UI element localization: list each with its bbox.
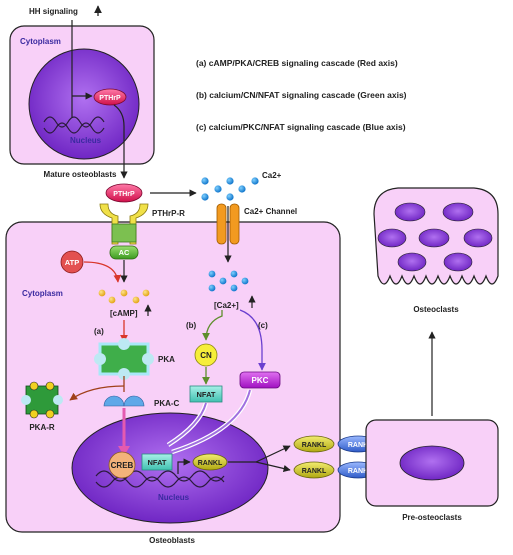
rankl-nuc-label: RANKL [198, 460, 223, 467]
pkc-translocation-arrow [171, 389, 251, 453]
rankl-1-label: RANKL [302, 442, 327, 449]
calcineurin [194, 343, 218, 367]
top-nucleus [28, 48, 140, 160]
pkc [239, 371, 281, 389]
nfat-cytoplasmic [189, 385, 223, 403]
creb-label: CREB [111, 461, 134, 470]
pka-r-subunit [21, 381, 63, 419]
ac-enzyme [109, 245, 139, 260]
rankl-membrane-1 [293, 435, 335, 453]
pka-c-label: PKA-C [154, 399, 180, 408]
mature-osteoblasts-label: Mature osteoblasts [44, 170, 117, 179]
pthrp-receptor [99, 203, 149, 245]
ca2-outside-label: Ca2+ [262, 171, 282, 180]
pthrp-ligand [105, 183, 143, 203]
ca-to-pkc-arrow [239, 309, 266, 371]
cn-label: CN [200, 351, 212, 360]
ca2-inside-label: [Ca2+] [214, 301, 239, 310]
osteoblasts-label: Osteoblasts [149, 536, 195, 545]
cytoplasm-label-main: Cytoplasm [22, 289, 63, 298]
calcium-ions-extracellular [201, 177, 259, 201]
pthrp-nuclear-label: PTHrP [99, 95, 121, 102]
axis-a-label: (a) [94, 327, 104, 336]
axis-b-label: (b) [186, 321, 197, 330]
nfat-translocation-arrow [167, 402, 207, 446]
atp-to-camp-arrow [83, 261, 122, 283]
ac-label: AC [119, 248, 130, 257]
ca2-channel [216, 203, 240, 245]
pka-to-pkar-arrow [69, 385, 125, 401]
camp-molecules [98, 289, 150, 304]
hh-signaling-label: HH signaling [29, 7, 78, 16]
transcription-start-arrow [177, 458, 191, 474]
rankl-2-label: RANKL [302, 468, 327, 475]
rankl-nuclear [192, 453, 228, 471]
atp-label: ATP [65, 258, 79, 267]
ca-to-cn-arrow [202, 310, 223, 341]
creb [108, 451, 136, 479]
pthrp-nuclear [93, 88, 127, 106]
pthrp-secretion-arrow [113, 104, 128, 179]
pre-osteoclast-nucleus [399, 445, 465, 481]
dna-helix-icon [43, 116, 105, 134]
nfat-nuc-label: NFAT [147, 458, 166, 467]
pka-complex [94, 338, 154, 380]
legend-item-b: (b) calcium/CN/NFAT signaling cascade (G… [196, 90, 407, 100]
pre-osteoclasts-label: Pre-osteoclasts [402, 513, 462, 522]
calcium-ions-intracellular [208, 270, 249, 292]
atp-molecule [60, 250, 84, 274]
nuclear-dna-helix-icon [95, 470, 225, 488]
ca2-channel-label: Ca2+ Channel [244, 207, 297, 216]
nucleus-label-main: Nucleus [158, 493, 190, 502]
camp-label: [cAMP] [110, 309, 138, 318]
osteoclasts-label: Osteoclasts [413, 305, 459, 314]
osteoclast-nuclei [377, 202, 493, 272]
rank-2-label: RANK [348, 468, 368, 475]
rankl-export-arrow-2 [255, 461, 291, 473]
pthrp-r-label: PTHrP-R [152, 209, 185, 218]
nucleus-label-top: Nucleus [70, 136, 102, 145]
pkac-to-creb-arrowhead [118, 446, 130, 456]
pka-r-label: PKA-R [29, 423, 55, 432]
rank-1-label: RANK [348, 442, 368, 449]
rankl-membrane-2 [293, 461, 335, 479]
pka-c-subunit [103, 395, 145, 407]
nfat-cyto-label: NFAT [196, 390, 215, 399]
legend-item-c: (c) calcium/PKC/NFAT signaling cascade (… [196, 122, 406, 132]
nfat-nuclear [141, 453, 173, 471]
pka-label: PKA [158, 355, 175, 364]
axis-c-label: (c) [258, 321, 268, 330]
mature-osteoblast-cell [9, 25, 155, 165]
legend-item-a: (a) cAMP/PKA/CREB signaling cascade (Red… [196, 58, 398, 68]
pthrp-ligand-label: PTHrP [113, 191, 135, 198]
pkc-label: PKC [252, 376, 269, 385]
cytoplasm-label-top: Cytoplasm [20, 37, 61, 46]
